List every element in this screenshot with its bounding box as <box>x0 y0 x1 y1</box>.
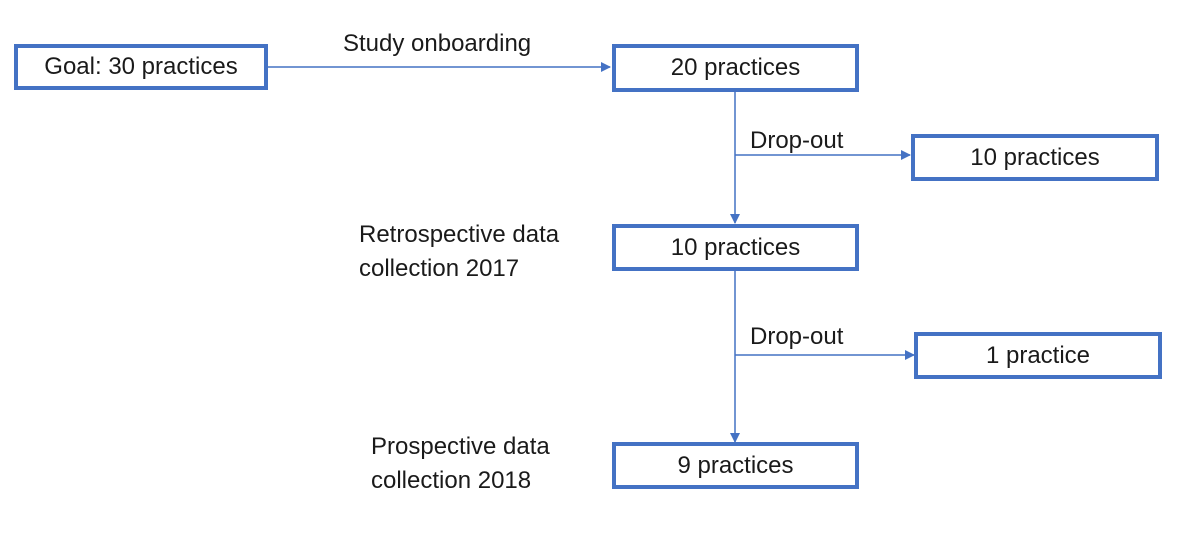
box-onboarded-text: 20 practices <box>670 54 801 81</box>
label-study-onboarding-text: Study onboarding <box>343 30 532 57</box>
label-retrospective-collection: Retrospective data collection 2017 <box>359 218 559 286</box>
label-prospective-line-2: collection 2018 <box>371 467 532 494</box>
label-retrospective-line-2: collection 2017 <box>359 255 520 282</box>
label-retrospective-line-1: Retrospective data <box>359 221 560 248</box>
box-dropout-2-text: 1 practice <box>985 341 1091 369</box>
label-prospective-line-1: Prospective data <box>371 433 550 460</box>
box-dropout-2: 1 practice <box>914 332 1162 379</box>
box-dropout-1: 10 practices <box>911 134 1159 181</box>
label-dropout-1: Drop-out <box>750 124 843 158</box>
label-prospective-collection: Prospective data collection 2018 <box>371 430 550 498</box>
label-dropout-1-text: Drop-out <box>750 127 844 154</box>
box-prospective: 9 practices <box>612 442 859 489</box>
box-goal: Goal: 30 practices <box>14 44 268 90</box>
box-retrospective-text: 10 practices <box>670 233 801 261</box>
box-prospective-text: 9 practices <box>677 451 794 479</box>
label-dropout-2: Drop-out <box>750 320 843 354</box>
box-goal-text: Goal: 30 practices <box>44 53 238 80</box>
box-dropout-1-text: 10 practices <box>970 143 1100 171</box>
label-dropout-2-text: Drop-out <box>750 323 844 350</box>
label-study-onboarding: Study onboarding <box>343 27 531 61</box>
box-retrospective: 10 practices <box>612 224 859 271</box>
box-onboarded: 20 practices <box>612 44 859 92</box>
